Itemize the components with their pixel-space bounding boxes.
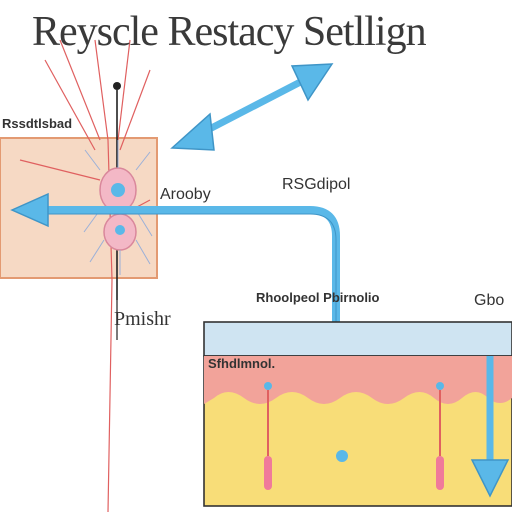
- label-left-panel: Rssdtlsbad: [2, 116, 73, 131]
- skin-section: [203, 321, 512, 507]
- label-lower-left: Pmishr: [114, 308, 171, 330]
- label-right-edge: Gbo: [474, 292, 505, 309]
- label-receptor: RSGdipol: [282, 176, 351, 193]
- neuron-cell: [89, 213, 151, 275]
- label-skin-top: Sfhdlmnol.: [208, 356, 276, 371]
- receptor-dot: [336, 450, 348, 462]
- right-down-arrow: [470, 356, 510, 498]
- nerve-ending: [264, 382, 272, 490]
- nerve-ending: [436, 382, 444, 490]
- label-muscle-layer: Rhoolpeol Pbirnolio: [256, 290, 380, 305]
- diagram-title: Reyscle Restacy Setllign: [32, 9, 427, 55]
- diagonal-arrow: [170, 63, 334, 151]
- label-axon: Arooby: [160, 186, 211, 203]
